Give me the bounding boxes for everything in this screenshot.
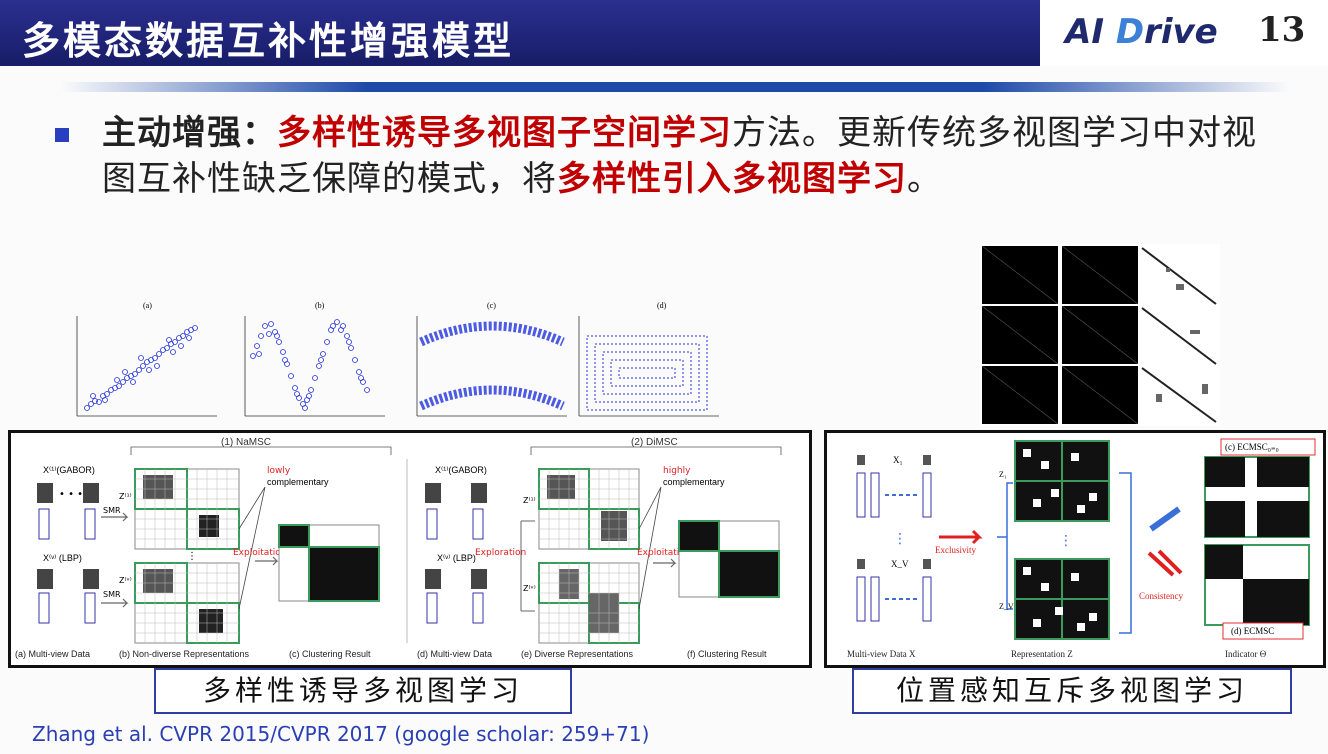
- caption-a: (a) Multi-view Data: [15, 649, 90, 659]
- affinity-matrix-image: [980, 244, 1220, 426]
- ecmsc-diagram: X₁ ⋮ X_V Exclusivity Z₁ Z_V ⋮ Consistenc…: [847, 438, 1316, 659]
- representation-grid-z1: [134, 468, 240, 550]
- face-image: [471, 483, 487, 503]
- ecmsc-top-label: (c) ECMSC₀₌₀: [1225, 442, 1279, 452]
- bullet-end: 。: [907, 159, 942, 199]
- scatter-label-d: (d): [657, 301, 667, 310]
- blue-arrow: [1149, 506, 1181, 532]
- scatter-label-c: (c): [487, 301, 496, 310]
- citation: Zhang et al. CVPR 2015/CVPR 2017 (google…: [32, 722, 650, 746]
- diverse-grid-z1: [538, 468, 640, 550]
- exploration-label: Exploration: [475, 548, 526, 558]
- dimsc-header: (2) DiMSC: [631, 437, 678, 448]
- smr-label-1: SMR: [103, 506, 121, 515]
- bullet-body: 方法。更新传统多视图学习中对视图互补性缺乏保障的模式，将: [102, 113, 1257, 199]
- z1-label-2: Z⁽¹⁾: [523, 496, 536, 505]
- diverse-msc-diagram: (1) NaMSC (2) DiMSC X⁽¹⁾(GABOR) • • • SM…: [15, 437, 782, 659]
- clustering-result-grid-1: [278, 524, 380, 602]
- logo-box: [1040, 0, 1328, 66]
- face-image: [425, 483, 441, 503]
- ai-drive-logo: AI Drive: [1065, 12, 1218, 52]
- face-image: [83, 483, 99, 503]
- face-image: [83, 569, 99, 589]
- vertical-ellipsis: ⋮: [187, 551, 197, 562]
- scatter-label-b: (b): [315, 301, 325, 310]
- exploitation-label-1: Exploitation: [233, 548, 287, 558]
- lowly-label: lowly: [267, 466, 291, 476]
- representation-zv-grid: [1014, 558, 1110, 640]
- caption-representation: Representation Z: [1011, 649, 1073, 659]
- face-image: [37, 483, 53, 503]
- vertical-ellipsis: ⋮: [893, 531, 907, 547]
- face-image: [425, 569, 441, 589]
- page-number: 13: [1258, 10, 1306, 50]
- logo-d: D: [1115, 12, 1145, 52]
- bullet-square-icon: [55, 128, 69, 142]
- logo-rive: rive: [1144, 12, 1218, 52]
- zv-label-1: Z⁽ᵛ⁾: [119, 576, 132, 585]
- scatter-plots-cd: (c) (d): [416, 301, 719, 417]
- title-divider: [60, 82, 1290, 92]
- caption-indicator: Indicator Θ: [1225, 649, 1267, 659]
- caption-d: (d) Multi-view Data: [417, 649, 492, 659]
- scatter-a: [76, 316, 217, 417]
- vertical-ellipsis: ⋮: [1059, 533, 1073, 549]
- highly-label: highly: [663, 466, 691, 476]
- caption-e: (e) Diverse Representations: [521, 649, 634, 659]
- indicator-grid-bottom: [1204, 544, 1310, 626]
- ellipsis: • • •: [59, 489, 83, 500]
- ecmsc-figure: X₁ ⋮ X_V Exclusivity Z₁ Z_V ⋮ Consistenc…: [824, 430, 1326, 668]
- clustering-result-grid-2: [678, 520, 780, 598]
- xv-label: X_V: [891, 559, 909, 569]
- bullet-paragraph: 主动增强：多样性诱导多视图子空间学习方法。更新传统多视图学习中对视图互补性缺乏保…: [102, 110, 1262, 202]
- zv-rep-label: Z_V: [999, 602, 1014, 611]
- caption-f: (f) Clustering Result: [687, 649, 767, 659]
- exploitation-label-2: Exploitation: [637, 548, 691, 558]
- scatter-c: [416, 316, 567, 417]
- representation-z1-grid: [1014, 440, 1110, 522]
- z1-label-1: Z⁽¹⁾: [119, 492, 132, 501]
- scatter-label-a: (a): [143, 301, 152, 310]
- lbp-label-2: X⁽ᵛ⁾ (LBP): [437, 553, 476, 563]
- lbp-label-1: X⁽ᵛ⁾ (LBP): [43, 553, 82, 563]
- representation-grid-zv: [134, 562, 240, 644]
- diverse-msc-figure: (1) NaMSC (2) DiMSC X⁽¹⁾(GABOR) • • • SM…: [8, 430, 812, 668]
- complementary-label-1: complementary: [267, 477, 329, 487]
- zv-label-2: Z⁽ᵛ⁾: [523, 584, 536, 593]
- scatter-plots-ab: (a) (b): [76, 301, 385, 417]
- title-bar: 多模态数据互补性增强模型 AI Drive 13: [0, 0, 1328, 66]
- caption-multiview-data: Multi-view Data X: [847, 649, 916, 659]
- exclusivity-label: Exclusivity: [935, 545, 976, 555]
- consistency-arrow: [1147, 549, 1183, 577]
- namsc-header: (1) NaMSC: [221, 437, 271, 448]
- gabor-label-2: X⁽¹⁾(GABOR): [435, 465, 487, 475]
- face-image: [37, 569, 53, 589]
- scatter-d: [578, 316, 719, 417]
- exclusivity-label-box: 位置感知互斥多视图学习: [852, 668, 1292, 714]
- diverse-grid-zv: [538, 562, 640, 644]
- z1-rep-label: Z₁: [999, 470, 1007, 479]
- ecmsc-bottom-label: (d) ECMSC: [1231, 626, 1274, 636]
- x1-label: X₁: [893, 455, 903, 465]
- smr-label-2: SMR: [103, 590, 121, 599]
- bullet-lead: 主动增强：: [102, 113, 277, 153]
- gabor-label-1: X⁽¹⁾(GABOR): [43, 465, 95, 475]
- page-title: 多模态数据互补性增强模型: [22, 19, 515, 63]
- consistency-label: Consistency: [1139, 591, 1183, 601]
- bullet-highlight-2: 多样性引入多视图学习: [557, 159, 907, 199]
- logo-ai: AI: [1065, 12, 1104, 52]
- scatter-b: [244, 316, 385, 417]
- bullet-highlight-1: 多样性诱导多视图子空间学习: [277, 113, 732, 153]
- face-image: [471, 569, 487, 589]
- caption-b: (b) Non-diverse Representations: [119, 649, 250, 659]
- complementary-label-2: complementary: [663, 477, 725, 487]
- caption-c: (c) Clustering Result: [289, 649, 371, 659]
- diversity-label-box: 多样性诱导多视图学习: [154, 668, 572, 714]
- exclusivity-arrow: [939, 529, 983, 545]
- multi-view-data: X₁ ⋮ X_V: [856, 455, 932, 622]
- indicator-grid-top: [1204, 456, 1310, 538]
